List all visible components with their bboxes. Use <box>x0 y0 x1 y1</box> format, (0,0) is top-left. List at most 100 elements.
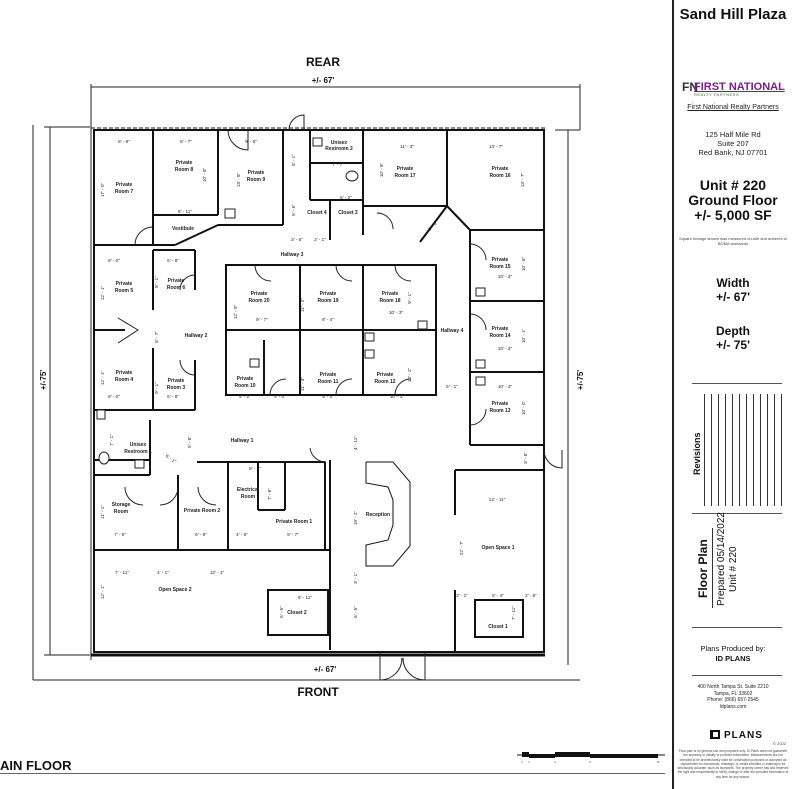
id-plans-logo: PLANS <box>710 730 763 741</box>
property-name: Sand Hill Plaza <box>679 6 787 23</box>
svg-text:Hallway 4: Hallway 4 <box>441 328 464 334</box>
svg-text:8' - 7": 8' - 7" <box>180 139 192 144</box>
svg-text:9' - 7": 9' - 7" <box>287 532 299 537</box>
copyright: © 2022 <box>773 741 786 746</box>
divider <box>692 513 782 514</box>
svg-text:6' - 5": 6' - 5" <box>353 606 358 618</box>
svg-text:11' - 1": 11' - 1" <box>100 505 105 519</box>
svg-text:10' - 3": 10' - 3" <box>498 384 513 389</box>
svg-text:9' - 4": 9' - 4" <box>322 394 334 399</box>
svg-text:7' - 6": 7' - 6" <box>267 488 272 500</box>
divider <box>692 383 782 384</box>
produced-by: Plans Produced by: ID PLANS <box>700 644 766 663</box>
svg-text:8: 8 <box>589 761 591 764</box>
svg-text:Reception: Reception <box>366 512 390 518</box>
sf-note: Square footage shown was measured on-sit… <box>678 236 788 246</box>
sink-icon <box>134 459 145 469</box>
svg-text:Closet 2: Closet 2 <box>287 610 307 616</box>
svg-text:5' - 2": 5' - 2" <box>340 195 352 200</box>
left-depth-label: +/-75' <box>39 370 48 390</box>
sink-icon <box>96 409 106 420</box>
divider <box>692 675 782 676</box>
svg-text:8' - 1": 8' - 1" <box>291 154 296 166</box>
svg-text:4' - 6": 4' - 6" <box>236 532 248 537</box>
svg-text:6' - 6": 6' - 6" <box>427 220 439 232</box>
svg-text:8' - 11": 8' - 11" <box>178 209 192 214</box>
plan-title: AIN FLOOR <box>0 758 72 773</box>
sink-icon <box>475 376 486 386</box>
svg-text:10' - 3": 10' - 3" <box>389 310 404 315</box>
svg-text:4: 4 <box>554 761 556 764</box>
revisions-lines <box>704 394 784 506</box>
sink-icon <box>224 208 236 219</box>
svg-text:7' - 11": 7' - 11" <box>115 570 129 575</box>
svg-text:7' - 1": 7' - 1" <box>109 434 114 446</box>
svg-text:Hallway 3: Hallway 3 <box>281 252 304 258</box>
plan-unit: Unit # 220 <box>728 546 739 592</box>
svg-text:8' - 0": 8' - 0" <box>108 258 120 263</box>
front-label: FRONT <box>297 685 339 699</box>
svg-text:6' - 1": 6' - 1" <box>165 453 178 464</box>
fn-logo-icon: FN <box>682 80 698 94</box>
brand-link[interactable]: First National Realty Partners <box>687 104 779 111</box>
svg-text:10' - 8": 10' - 8" <box>202 168 207 183</box>
svg-text:6' - 9": 6' - 9" <box>195 532 207 537</box>
svg-text:5' - 8": 5' - 8" <box>187 436 192 448</box>
svg-text:12' - 1": 12' - 1" <box>210 570 225 575</box>
svg-text:Private Room 1: Private Room 1 <box>276 519 313 525</box>
disclaimer: Floor plan is for general use and purpos… <box>677 749 789 779</box>
brand-subtitle: REALTY PARTNERS <box>694 92 740 97</box>
sink-icon <box>475 359 486 369</box>
unit-info: Unit # 220 Ground Floor +/- 5,000 SF <box>688 177 778 223</box>
svg-text:9' - 1": 9' - 1" <box>407 292 412 304</box>
svg-text:5' - 2": 5' - 2" <box>239 394 251 399</box>
sink-icon <box>249 358 260 368</box>
svg-text:11' - 2": 11' - 2" <box>300 298 305 312</box>
svg-text:4' - 0": 4' - 0" <box>274 394 286 399</box>
revisions-label: Revisions <box>692 432 702 475</box>
svg-text:11' - 3": 11' - 3" <box>300 377 305 391</box>
toilet-icon <box>98 451 110 465</box>
svg-text:12' - 11": 12' - 11" <box>489 497 506 502</box>
svg-text:2' - 8": 2' - 8" <box>525 593 537 598</box>
rear-label: REAR <box>306 55 340 69</box>
svg-text:16: 16 <box>657 761 660 764</box>
svg-text:9' - 1": 9' - 1" <box>154 382 159 394</box>
sink-icon <box>475 287 486 297</box>
sink-icon <box>364 332 375 342</box>
sink-icon <box>417 320 428 330</box>
svg-text:11' - 3": 11' - 3" <box>400 144 414 149</box>
svg-text:12' - 1": 12' - 1" <box>100 371 105 386</box>
prepared-date: Prepared 05/14/2022 <box>716 512 727 606</box>
svg-text:8' - 7": 8' - 7" <box>154 331 159 343</box>
svg-text:10' - 2": 10' - 2" <box>407 368 412 383</box>
svg-text:12' - 1": 12' - 1" <box>100 585 105 600</box>
svg-text:8' - 11": 8' - 11" <box>298 595 312 600</box>
svg-text:4' - 11": 4' - 11" <box>353 436 358 450</box>
svg-text:17' - 0": 17' - 0" <box>100 183 105 198</box>
sink-icon <box>312 137 323 147</box>
svg-text:5' - 1": 5' - 1" <box>446 384 458 389</box>
website-link[interactable]: Idplans.com <box>719 703 747 710</box>
scale-bar: 0 1 4 8 16 <box>517 752 665 764</box>
brand-name: FIRST NATIONAL <box>694 81 785 93</box>
address: 125 Half Mile Rd Suite 207 Red Bank, NJ … <box>698 130 768 157</box>
dimension-labels: 8' - 9" 8' - 7" 9' - 5" 8' - 11" 7' - 7"… <box>108 139 537 600</box>
svg-text:13' - 8": 13' - 8" <box>236 173 241 188</box>
